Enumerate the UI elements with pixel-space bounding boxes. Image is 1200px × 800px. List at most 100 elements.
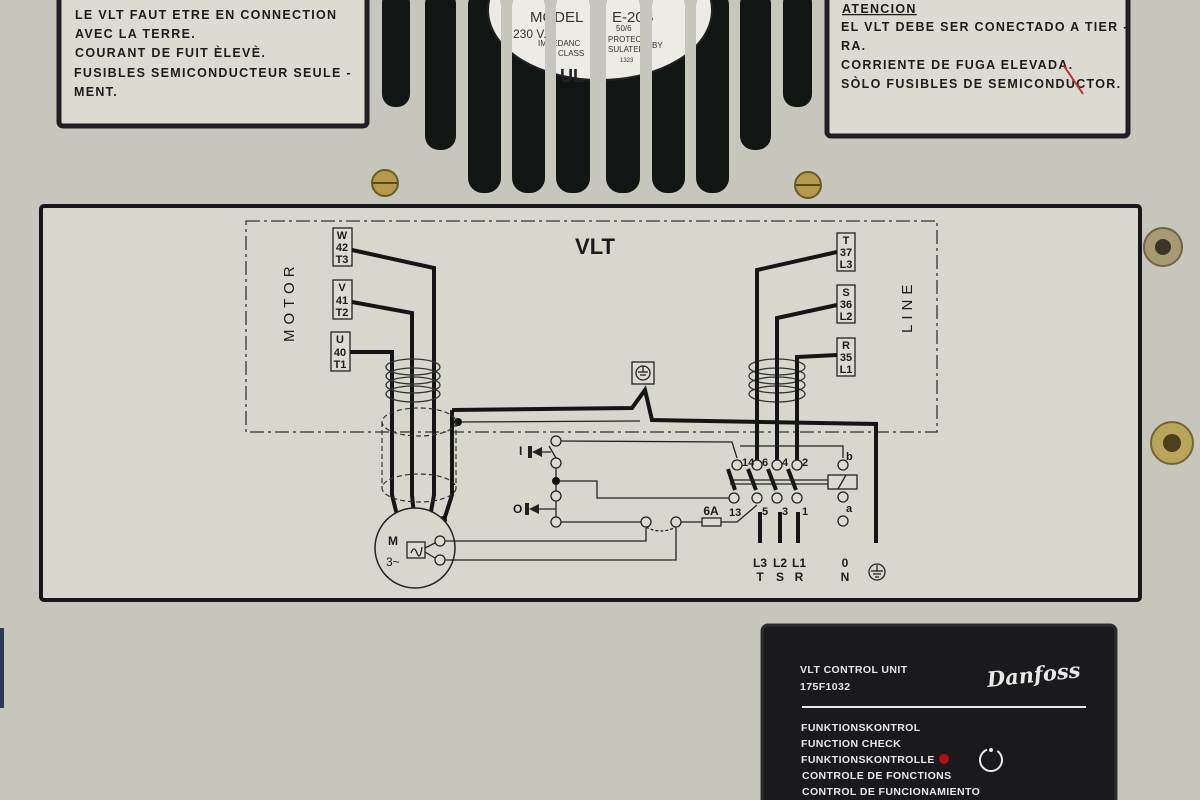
svg-text:35: 35 [840,352,852,364]
svg-text:42: 42 [336,242,348,254]
warning-fr-line: LE VLT FAUT ETRE EN CONNECTION [75,8,337,22]
svg-text:I: I [519,444,522,458]
function-line: CONTROLE DE FONCTIONS [802,770,952,782]
warning-label-french: LE VLT FAUT ETRE EN CONNECTION AVEC LA T… [56,0,370,129]
svg-text:M: M [388,534,398,548]
svg-text:V: V [338,282,346,294]
fuse-rating: 6A [703,504,719,518]
line-wires [755,250,838,543]
motor-symbol: M 3~ [374,507,677,589]
earth-ground-icon [868,563,886,581]
fan-label-text: SULATED [608,45,645,54]
svg-text:L2: L2 [840,311,853,323]
svg-text:40: 40 [334,347,346,359]
warning-label-spanish: ATENCION EL VLT DEBE SER CONECTADO A TIE… [824,0,1131,139]
fuse-icon [701,517,722,527]
motor-terminal-w: W 42 T3 [332,227,353,267]
function-line: FUNKTIONSKONTROL [801,722,921,734]
contactor-symbol: 14 6 4 2 13 5 3 1 [726,457,828,519]
fan-label-text: PROTECT [608,35,646,44]
on-button-symbol: I [519,444,551,458]
svg-text:3~: 3~ [386,555,400,569]
svg-text:36: 36 [840,299,852,311]
svg-text:L3: L3 [753,556,767,570]
screw-icon [371,169,399,197]
status-led-icon [939,754,949,764]
ground-terminal-icon [631,361,655,385]
wiring-diagram: VLT MOTOR LINE W 42 T3 V 41 T2 U 40 T1 T… [39,204,1142,602]
warning-es-line: RA. [841,39,866,53]
fan-label-text: IMPEDANC [538,39,580,48]
fan-label-text: 230 V. [513,27,547,41]
control-unit-title: VLT CONTROL UNIT [800,664,908,676]
warning-es-line: EL VLT DEBE SER CONECTADO A TIER - [841,20,1129,34]
supply-labels: L3 T L2 S L1 R 0 N [753,556,886,584]
motor-terminal-v: V 41 T2 [332,279,353,320]
warning-fr-line: FUSIBLES SEMICONDUCTEUR SEULE - [74,66,352,80]
svg-text:T1: T1 [334,359,347,371]
nut-icon [1150,421,1194,465]
control-unit-part-number: 175F1032 [800,681,851,693]
svg-text:13: 13 [729,507,741,519]
svg-text:L1: L1 [792,556,806,570]
function-check-button[interactable] [976,745,1007,776]
svg-text:R: R [842,340,850,352]
warning-es-line: SÒLO FUSIBLES DE SEMICONDUCTOR. [841,76,1121,91]
svg-text:L3: L3 [840,259,853,271]
warning-es-heading: ATENCION [842,2,917,16]
svg-text:T: T [756,570,764,584]
svg-text:14: 14 [742,457,755,469]
svg-text:L1: L1 [840,364,853,376]
off-button-symbol: O [513,502,556,516]
svg-text:a: a [846,503,853,515]
svg-text:0: 0 [842,556,849,570]
svg-text:O: O [513,502,522,516]
svg-text:R: R [795,570,804,584]
warning-fr-line: MENT. [74,85,118,99]
screw-icon [794,171,822,199]
svg-text:6: 6 [762,457,768,469]
relay-coil-symbol: b a [827,451,858,527]
svg-text:N: N [841,570,850,584]
red-mark [1063,65,1084,95]
svg-text:S: S [842,287,849,299]
fan-label-text: 50/6 [616,24,632,33]
svg-text:U: U [336,334,344,346]
motor-terminal-u: U 40 T1 [330,331,351,372]
warning-fr-line: COURANT DE FUIT ÈLEVÈ. [75,45,266,60]
warning-es-line: CORRIENTE DE FUGA ELEVADA. [841,58,1073,72]
svg-text:4: 4 [782,457,789,469]
svg-text:3: 3 [782,506,788,518]
motor-label: MOTOR [281,261,298,342]
line-terminal-t: T 37 L3 [836,232,856,272]
ul-mark: UL [560,66,584,86]
line-label: LINE [899,280,916,333]
control-circuit: 6A I O 14 6 4 2 13 [513,435,858,532]
svg-text:W: W [337,230,348,242]
cable-shield [381,407,457,503]
svg-text:L2: L2 [773,556,787,570]
svg-text:T: T [843,235,850,247]
edge-label [0,628,4,708]
fan-label-text: MODEL [530,9,583,26]
svg-text:37: 37 [840,247,852,259]
svg-text:T3: T3 [336,254,349,266]
fan-label-text: 1323 [620,58,634,64]
svg-text:5: 5 [762,506,768,518]
fan-label-text: CLASS [558,49,584,58]
current-transformer-coil-motor [385,358,441,403]
svg-text:S: S [776,570,784,584]
function-line: CONTROL DE FUNCIONAMIENTO [802,786,980,798]
warning-fr-line: AVEC LA TERRE. [75,27,196,41]
function-line: FUNCTION CHECK [801,738,901,750]
svg-text:1: 1 [802,506,808,518]
fan-label-text: BY [652,41,663,50]
vlt-control-unit: VLT CONTROL UNIT 175F1032 Danfoss FUNKTI… [760,623,1118,800]
line-terminal-s: S 36 L2 [836,284,856,324]
line-terminal-r: R 35 L1 [836,337,856,377]
diagram-title: VLT [575,234,615,259]
svg-text:b: b [846,451,853,463]
svg-text:41: 41 [336,295,348,307]
nut-icon [1143,227,1183,267]
